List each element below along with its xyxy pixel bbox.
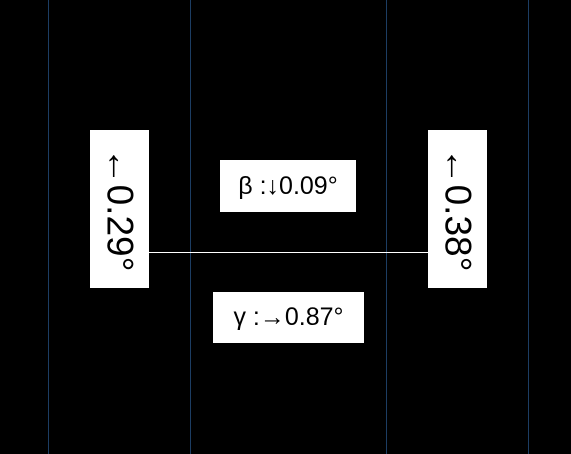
right-angle-label: ←0.38°	[428, 130, 487, 288]
right-angle-text: ←0.38°	[437, 147, 478, 271]
gamma-text: γ :→0.87°	[233, 303, 344, 331]
connector-line	[148, 252, 429, 253]
gamma-label: γ :→0.87°	[213, 292, 364, 343]
gridline-1	[48, 0, 49, 454]
left-angle-text: ←0.29°	[99, 147, 140, 271]
beta-text: β :↓0.09°	[238, 171, 338, 200]
gridline-3	[386, 0, 387, 454]
gridline-4	[528, 0, 529, 454]
left-angle-label: ←0.29°	[90, 130, 149, 288]
beta-label: β :↓0.09°	[220, 160, 356, 212]
gridline-2	[190, 0, 191, 454]
